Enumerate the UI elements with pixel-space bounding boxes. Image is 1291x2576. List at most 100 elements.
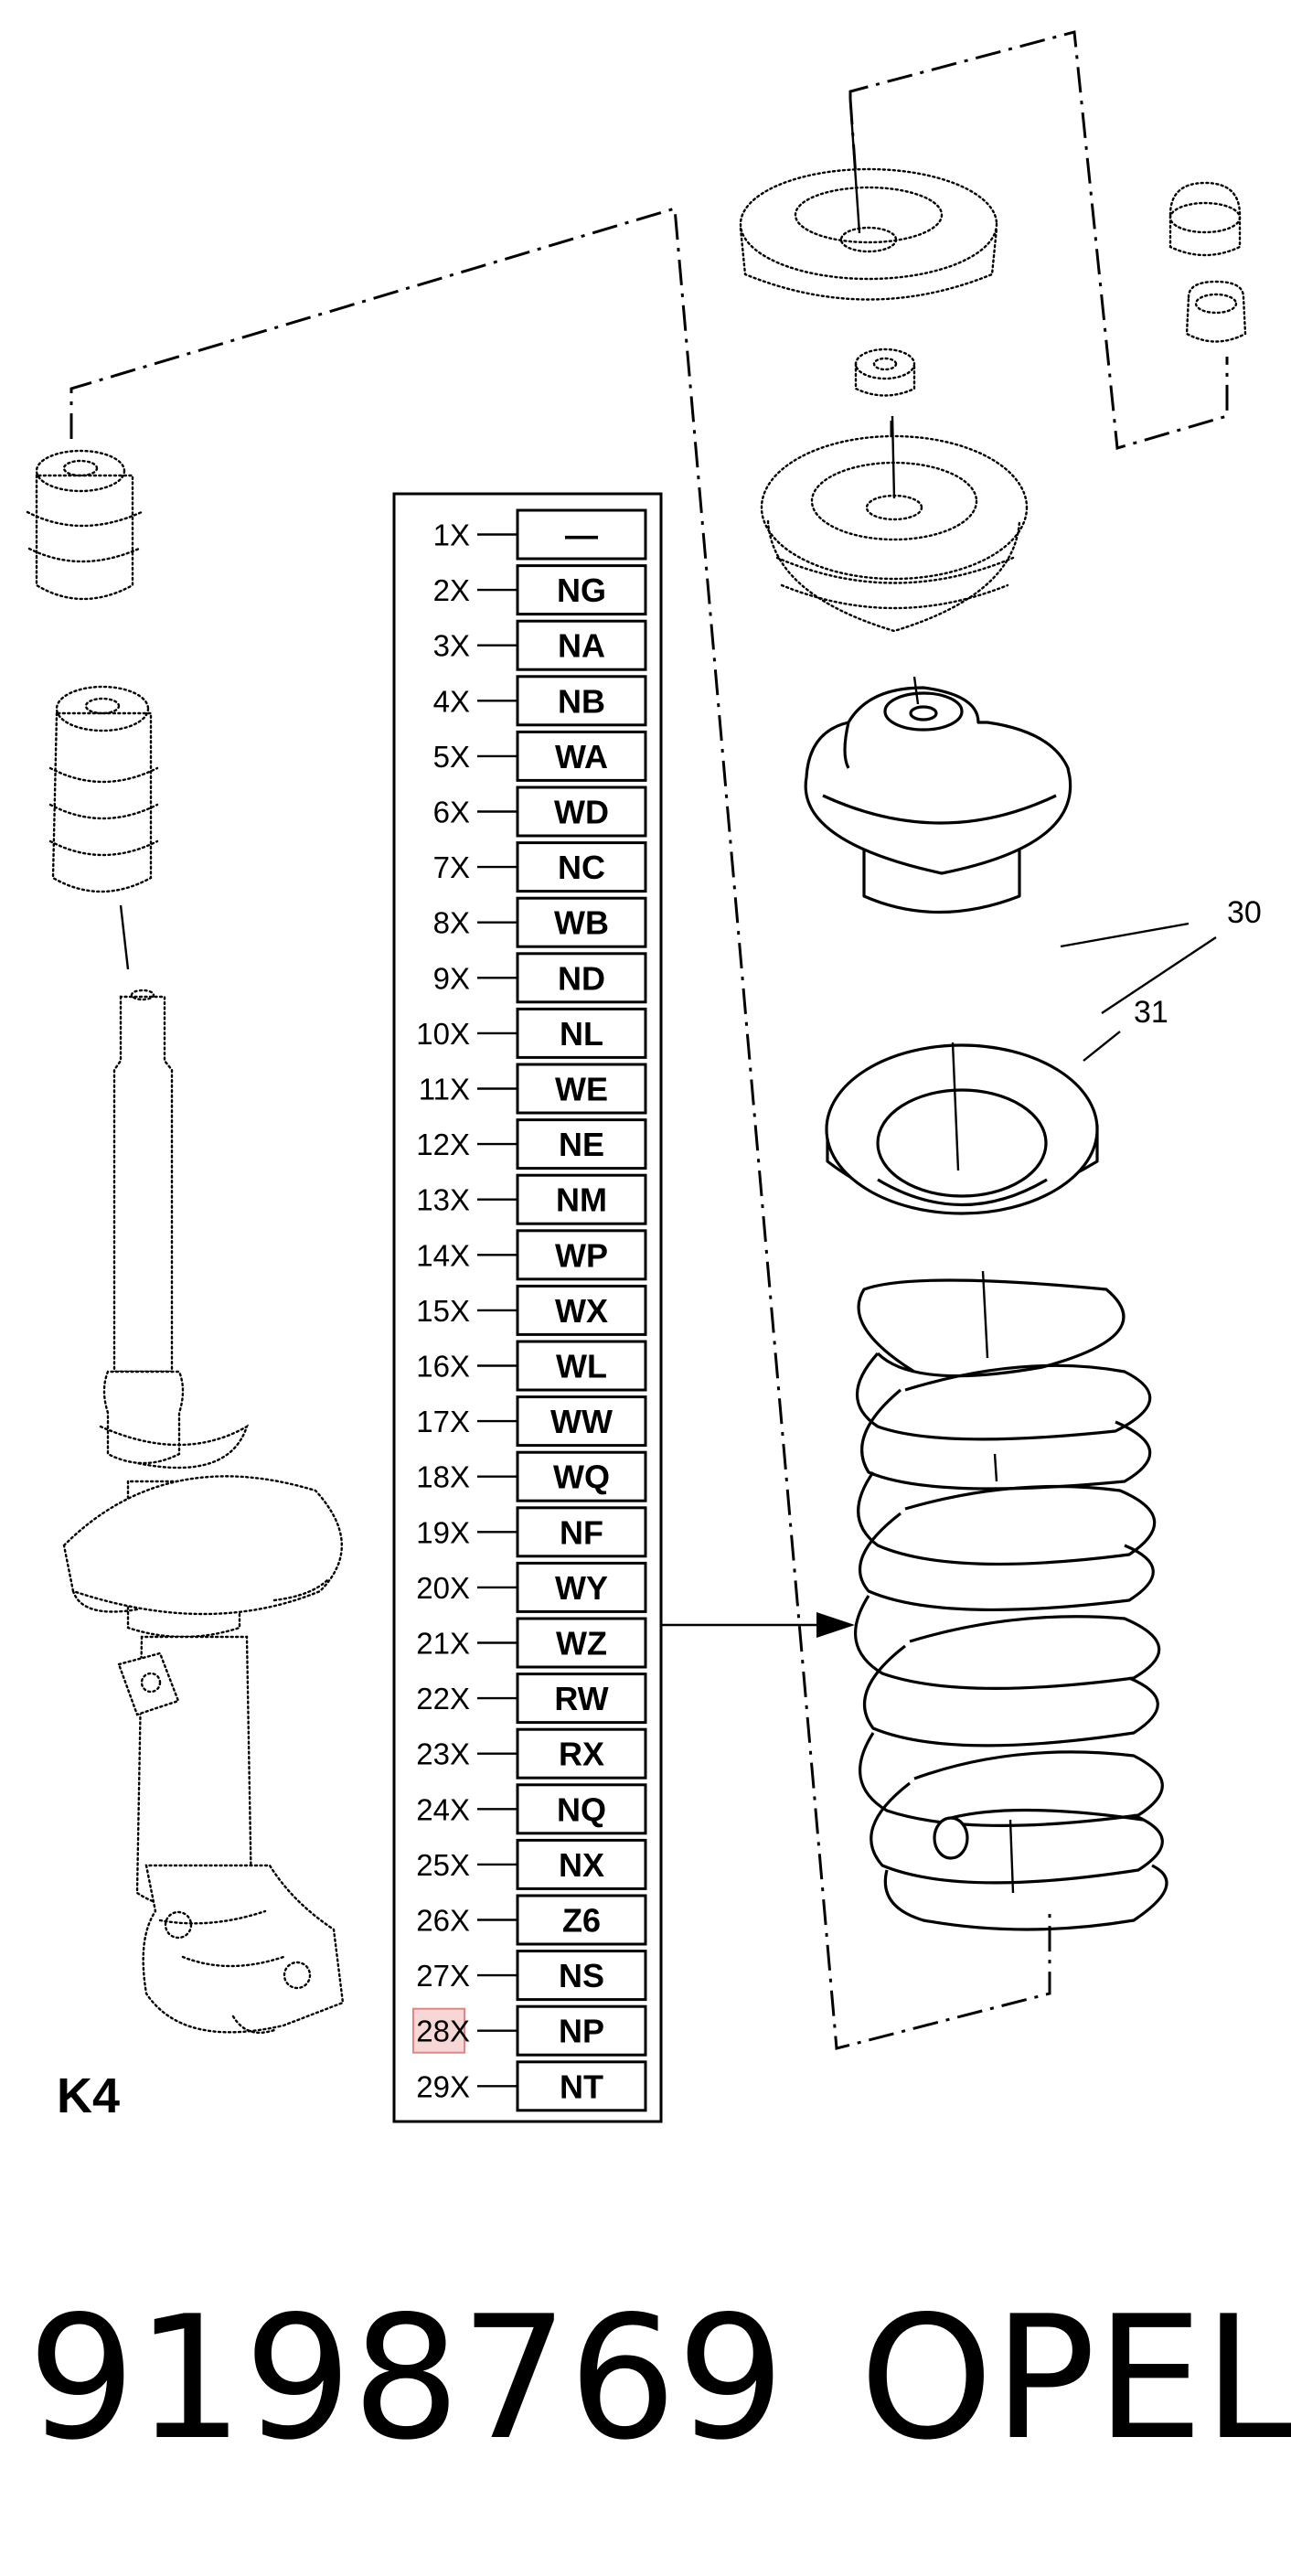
bearing-mount — [760, 415, 1029, 633]
variant-qty: 2X — [433, 573, 470, 607]
variant-code-cell — [516, 1617, 647, 1669]
part-31-spring-seat — [825, 1031, 1121, 1215]
variant-code-cell — [516, 1340, 647, 1392]
variant-qty: 6X — [433, 796, 470, 829]
variant-code: NT — [560, 2068, 603, 2105]
bump-stop-left — [26, 449, 144, 601]
variant-code-cell — [516, 2004, 647, 2057]
part-number: 9198769 — [27, 2279, 784, 2477]
variant-qty: 18X — [416, 1460, 470, 1494]
variant-qty: 9X — [433, 961, 470, 995]
protective-boot-left — [48, 685, 159, 970]
variant-code: NM — [556, 1181, 607, 1219]
variant-code: RX — [559, 1736, 604, 1773]
row-highlight — [412, 2007, 465, 2054]
variant-code: ND — [558, 959, 605, 997]
variant-qty: 27X — [416, 1959, 470, 1993]
variant-qty: 5X — [433, 740, 470, 774]
variant-code-cell — [516, 786, 647, 838]
variant-code-cell — [516, 1063, 647, 1115]
variant-qty: 22X — [416, 1682, 470, 1716]
variant-code-cell — [516, 1561, 647, 1613]
variant-code: Z6 — [562, 1902, 601, 1940]
variant-qty: 17X — [416, 1405, 470, 1438]
variant-code: NA — [558, 627, 605, 665]
variant-qty: 4X — [433, 684, 470, 718]
variant-code-cell — [516, 1506, 647, 1558]
shock-absorber-strut — [62, 989, 345, 2035]
variant-code: NF — [560, 1513, 603, 1551]
part-30-bump-stop — [804, 676, 1217, 1014]
variant-code-cell — [516, 1229, 647, 1281]
variant-code: WL — [556, 1348, 607, 1385]
variant-code: WA — [555, 738, 608, 775]
variant-code-cell — [516, 2060, 647, 2112]
variant-code-cell — [516, 675, 647, 727]
variant-code-cell — [516, 1673, 647, 1725]
variant-code: — — [565, 517, 598, 554]
variant-code-cell — [516, 1284, 647, 1336]
variant-qty: 1X — [433, 518, 470, 552]
variant-code-cell — [516, 1727, 647, 1780]
variant-qty: 28X — [416, 2015, 470, 2048]
variant-code: WQ — [553, 1459, 610, 1496]
variant-qty: 11X — [419, 1073, 470, 1106]
variant-code: WD — [554, 794, 609, 831]
strut-top-mount — [739, 100, 998, 301]
variant-code: NB — [558, 682, 605, 720]
variant-qty: 29X — [416, 2069, 470, 2103]
coil-spring — [854, 1270, 1168, 1931]
variant-qty: 13X — [416, 1183, 470, 1217]
dust-caps — [1168, 181, 1247, 343]
variant-code-cell — [516, 564, 647, 616]
variant-code: WX — [555, 1292, 608, 1330]
variant-qty: 8X — [433, 906, 470, 940]
variant-qty: 15X — [416, 1294, 470, 1328]
variant-qty: 25X — [416, 1848, 470, 1882]
variant-code-cell — [516, 1838, 647, 1890]
variant-qty: 21X — [416, 1627, 470, 1661]
variant-code: NX — [559, 1846, 604, 1884]
variant-code: NQ — [557, 1790, 606, 1828]
variant-code: NC — [558, 849, 605, 886]
variant-qty: 19X — [416, 1515, 470, 1549]
variant-code: RW — [554, 1680, 608, 1717]
variant-code-cell — [516, 730, 647, 782]
variant-code: WP — [555, 1236, 608, 1274]
variant-code-cell — [516, 1894, 647, 1946]
table-pointer-arrow — [816, 1612, 855, 1638]
variant-qty: 14X — [416, 1238, 470, 1272]
variant-code-cell — [516, 1450, 647, 1502]
variant-code-cell — [516, 1118, 647, 1170]
callout-31: 31 — [1134, 995, 1168, 1030]
variant-code-cell — [516, 952, 647, 1004]
model-code: K4 — [57, 2068, 120, 2123]
brand-name: OPEL — [859, 2279, 1291, 2477]
variant-code: WE — [555, 1071, 608, 1108]
variant-code: NE — [559, 1126, 604, 1163]
variant-qty: 3X — [433, 629, 470, 663]
variant-code-cell — [516, 508, 647, 561]
variant-qty: 26X — [416, 1904, 470, 1938]
variant-code: NL — [560, 1015, 603, 1053]
variant-qty: 10X — [416, 1017, 470, 1051]
variant-code: NP — [559, 2013, 604, 2050]
variant-code: WZ — [556, 1625, 607, 1662]
variant-qty: 24X — [416, 1792, 470, 1826]
variant-code-cell — [516, 1395, 647, 1448]
variant-code: WY — [555, 1569, 608, 1607]
variant-code-cell — [516, 896, 647, 948]
variant-code-cell — [516, 1007, 647, 1059]
variant-code-cell — [516, 619, 647, 671]
variant-qty: 16X — [416, 1350, 470, 1384]
variant-qty: 23X — [416, 1737, 470, 1771]
variant-code-cell — [516, 841, 647, 893]
variant-code: NG — [557, 572, 606, 609]
variant-qty: 20X — [416, 1571, 470, 1605]
callout-30: 30 — [1227, 895, 1262, 930]
variant-code: WB — [554, 904, 609, 942]
variant-code: NS — [559, 1957, 604, 1994]
